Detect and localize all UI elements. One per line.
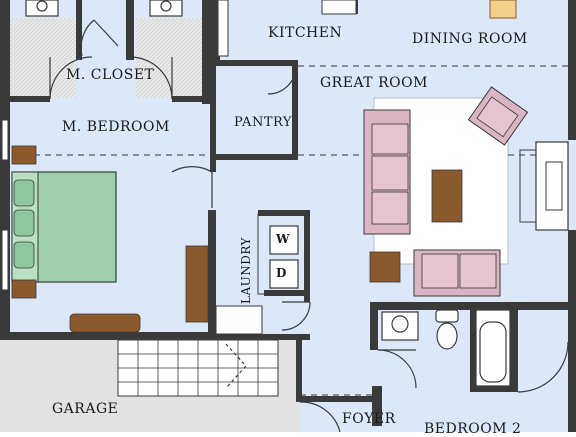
windows xyxy=(1,119,9,291)
foyer-label: FOYER xyxy=(342,411,396,427)
bathroom-fixtures xyxy=(381,309,511,387)
master-bed xyxy=(11,171,117,283)
dryer-label: D xyxy=(276,266,287,280)
door-swings xyxy=(49,19,569,432)
m-closet-label: M. CLOSET xyxy=(66,67,155,83)
laundry-label: LAUNDRY xyxy=(239,237,253,304)
washer-label: W xyxy=(276,232,290,246)
dining-room-label: DINING ROOM xyxy=(412,31,528,47)
closet-shelf-left xyxy=(10,18,76,98)
laundry-appliances xyxy=(215,213,307,335)
soffit-lines xyxy=(12,65,568,396)
fireplace xyxy=(519,141,569,231)
bedroom-furniture xyxy=(11,145,209,333)
dryer xyxy=(269,259,299,289)
m-bedroom-label: M. BEDROOM xyxy=(62,119,170,135)
top-fixtures xyxy=(25,0,517,57)
washer xyxy=(269,225,299,255)
kitchen-label: KITCHEN xyxy=(268,25,343,41)
closet-shelf-right xyxy=(136,18,202,98)
bedroom-2-label: BEDROOM 2 xyxy=(424,421,522,437)
great-room-label: GREAT ROOM xyxy=(320,75,428,91)
garage-label: GARAGE xyxy=(52,401,119,417)
great-room-furniture xyxy=(363,86,529,297)
pantry-label: PANTRY xyxy=(234,115,292,130)
stairs xyxy=(117,339,279,397)
